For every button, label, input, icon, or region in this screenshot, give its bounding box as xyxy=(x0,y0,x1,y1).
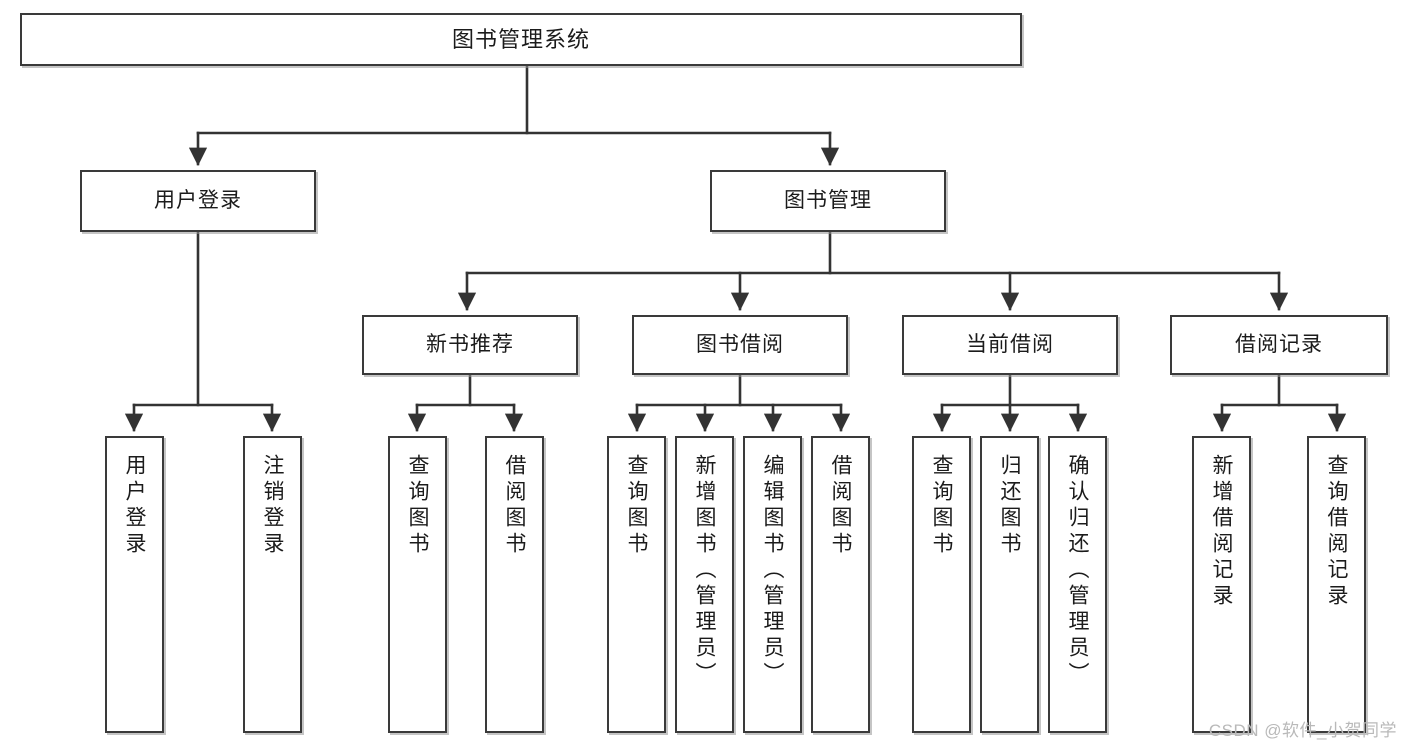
node-leaf-query-book-2[interactable]: 查询图书 xyxy=(607,436,666,733)
node-label: 图书管理系统 xyxy=(451,26,590,52)
node-label: 用户登录 xyxy=(123,454,146,558)
node-label: 图书管理 xyxy=(784,188,872,212)
node-label: 查询图书 xyxy=(930,454,953,558)
node-label: 查询图书 xyxy=(406,454,429,558)
node-label: 归还图书 xyxy=(998,454,1021,558)
node-label: 查询借阅记录 xyxy=(1325,454,1348,610)
node-label: 新增借阅记录 xyxy=(1210,454,1233,610)
node-borrow-record[interactable]: 借阅记录 xyxy=(1170,315,1388,375)
node-label: 图书借阅 xyxy=(696,332,784,356)
node-leaf-query-book-1[interactable]: 查询图书 xyxy=(388,436,447,733)
node-leaf-add-record[interactable]: 新增借阅记录 xyxy=(1192,436,1251,733)
node-leaf-confirm-return[interactable]: 确认归还（管理员） xyxy=(1048,436,1107,733)
node-leaf-add-book[interactable]: 新增图书（管理员） xyxy=(675,436,734,733)
node-label: 借阅图书 xyxy=(503,454,526,558)
node-leaf-query-book-3[interactable]: 查询图书 xyxy=(912,436,971,733)
node-leaf-borrow-book-1[interactable]: 借阅图书 xyxy=(485,436,544,733)
node-root-book-management-system[interactable]: 图书管理系统 xyxy=(20,13,1022,66)
node-leaf-borrow-book-2[interactable]: 借阅图书 xyxy=(811,436,870,733)
node-leaf-logout[interactable]: 注销登录 xyxy=(243,436,302,733)
node-book-borrow[interactable]: 图书借阅 xyxy=(632,315,848,375)
node-label: 确认归还（管理员） xyxy=(1066,454,1089,688)
node-label: 新书推荐 xyxy=(426,332,514,356)
node-label: 查询图书 xyxy=(625,454,648,558)
node-new-book-recommend[interactable]: 新书推荐 xyxy=(362,315,578,375)
node-leaf-return-book[interactable]: 归还图书 xyxy=(980,436,1039,733)
node-label: 借阅图书 xyxy=(829,454,852,558)
node-leaf-user-login[interactable]: 用户登录 xyxy=(105,436,164,733)
node-label: 注销登录 xyxy=(261,454,284,558)
node-leaf-edit-book[interactable]: 编辑图书（管理员） xyxy=(743,436,802,733)
node-label: 当前借阅 xyxy=(966,332,1054,356)
node-label: 用户登录 xyxy=(154,188,242,212)
node-label: 编辑图书（管理员） xyxy=(761,454,784,688)
node-label: 借阅记录 xyxy=(1235,332,1323,356)
node-label: 新增图书（管理员） xyxy=(693,454,716,688)
node-user-login[interactable]: 用户登录 xyxy=(80,170,316,232)
node-book-management[interactable]: 图书管理 xyxy=(710,170,946,232)
node-current-borrow[interactable]: 当前借阅 xyxy=(902,315,1118,375)
node-leaf-query-record[interactable]: 查询借阅记录 xyxy=(1307,436,1366,733)
